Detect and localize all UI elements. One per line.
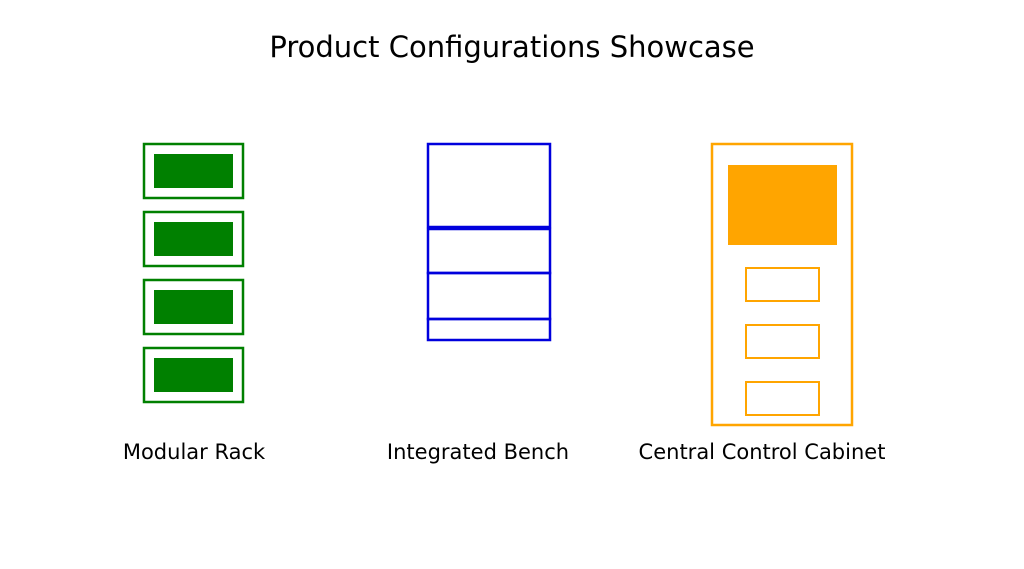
rack-module-block (154, 358, 233, 392)
integrated-bench-illustration (426, 142, 552, 342)
rack-module-frame (142, 142, 245, 200)
integrated-bench-label: Integrated Bench (386, 440, 570, 464)
bench-section-base (426, 317, 552, 342)
modular-rack-label: Modular Rack (122, 440, 266, 464)
cabinet-drawer (745, 324, 820, 359)
cabinet-control-panel (728, 165, 837, 245)
bench-section-top (426, 142, 552, 229)
rack-module-frame (142, 346, 245, 404)
cabinet-frame (710, 142, 854, 427)
bench-section-lower (426, 271, 552, 321)
rack-module (142, 142, 245, 200)
rack-module-frame (142, 210, 245, 268)
bench-section-upper (426, 227, 552, 275)
rack-module-block (154, 154, 233, 188)
rack-module-frame (142, 278, 245, 336)
rack-module-block (154, 222, 233, 256)
central-control-cabinet-illustration (710, 142, 854, 427)
rack-module (142, 278, 245, 336)
rack-module (142, 210, 245, 268)
central-control-cabinet-label: Central Control Cabinet (638, 440, 886, 464)
rack-module-block (154, 290, 233, 324)
cabinet-drawer (745, 267, 820, 302)
cabinet-drawer (745, 381, 820, 416)
page-title: Product Configurations Showcase (269, 30, 755, 64)
modular-rack-illustration (142, 142, 245, 404)
rack-module (142, 346, 245, 404)
